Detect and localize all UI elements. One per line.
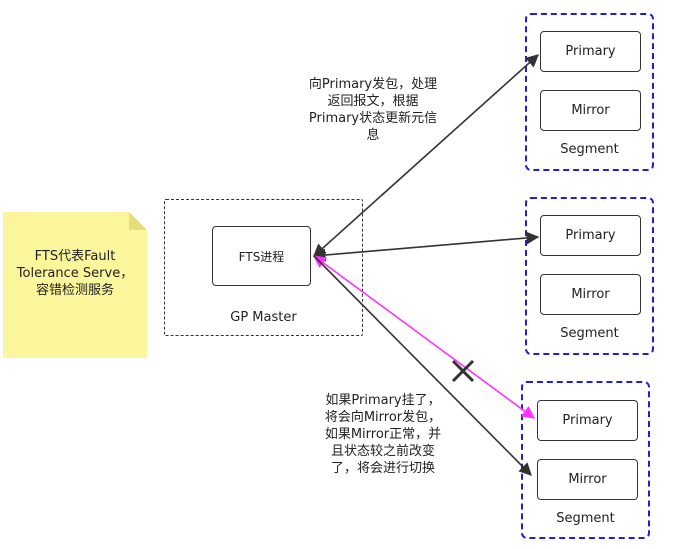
segment-2-primary-box: Primary [540,215,641,256]
segment-1-primary-box: Primary [540,31,641,72]
gp-master-label: GP Master [230,310,297,325]
sticky-note: FTS代表Fault Tolerance Serve，容错检测服务 [3,212,147,358]
segment-2-primary-label: Primary [565,228,616,243]
note-fold [129,212,147,230]
segment-3-primary-box: Primary [537,400,638,441]
segment-2-mirror-label: Mirror [571,287,610,302]
note-text: FTS代表Fault Tolerance Serve，容错检测服务 [16,249,134,298]
segment-2-label: Segment [560,326,619,341]
segment-3-mirror-label: Mirror [568,472,607,487]
segment-2-mirror-box: Mirror [540,274,641,315]
arrow-fts-to-segment-2 [312,231,540,262]
segment-1-label: Segment [560,142,619,157]
arrow-fts-to-segment-3-mirror [313,255,532,476]
fts-process-label: FTS进程 [238,249,285,264]
fts-process-box: FTS进程 [212,226,311,286]
arrow-fts-to-segment-1 [313,54,539,257]
annotation-bottom-line: 如果Mirror正常，并 [324,427,442,442]
segment-3-primary-label: Primary [562,413,613,428]
segment-1-mirror-box: Mirror [540,90,641,131]
segment-1-mirror-label: Mirror [571,103,610,118]
arrow-fts-to-segment-3-primary [312,255,536,419]
segment-1-primary-label: Primary [565,44,616,59]
annotation-bottom-line: 且状态较之前改变 [330,444,435,459]
segment-3-label: Segment [556,511,615,526]
segment-3-mirror-box: Mirror [537,459,638,500]
failed-cross-icon [451,359,475,383]
segment-3-container [521,381,650,539]
annotation-bottom-line: 了，将会进行切换 [330,461,435,476]
